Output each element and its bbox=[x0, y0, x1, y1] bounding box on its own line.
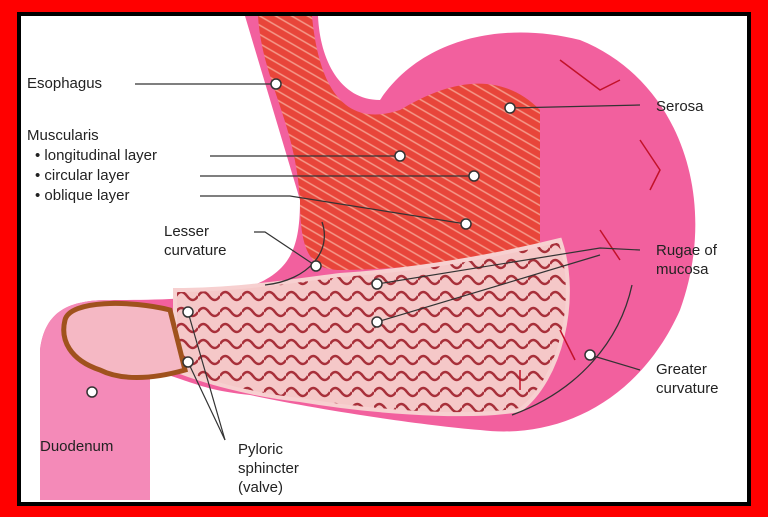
pointer-dots bbox=[86, 78, 596, 398]
blood-vessels bbox=[519, 59, 661, 390]
label-lesser-curvature-1: Lesser bbox=[164, 223, 210, 240]
label-esophagus: Esophagus bbox=[27, 75, 103, 92]
label-duodenum: Duodenum bbox=[40, 438, 114, 455]
label-longitudinal-layer: • longitudinal layer bbox=[35, 147, 157, 164]
label-rugae-2: mucosa bbox=[656, 261, 709, 278]
label-pyloric-1: Pyloric bbox=[238, 441, 284, 458]
label-oblique-layer: • oblique layer bbox=[35, 187, 130, 204]
label-circular-layer: • circular layer bbox=[35, 167, 130, 184]
leader-lines bbox=[135, 83, 641, 441]
pyloric-cavity bbox=[61, 300, 189, 380]
label-pyloric-3: (valve) bbox=[238, 479, 284, 496]
muscularis-layer bbox=[258, 16, 540, 270]
label-rugae-1: Rugae of bbox=[656, 242, 717, 259]
label-greater-curvature-2: curvature bbox=[656, 380, 719, 397]
label-muscularis: Muscularis bbox=[27, 127, 99, 144]
label-lesser-curvature-2: curvature bbox=[164, 242, 227, 259]
label-greater-curvature-1: Greater bbox=[656, 361, 707, 378]
label-pyloric-2: sphincter bbox=[238, 460, 299, 477]
label-serosa: Serosa bbox=[656, 98, 704, 115]
